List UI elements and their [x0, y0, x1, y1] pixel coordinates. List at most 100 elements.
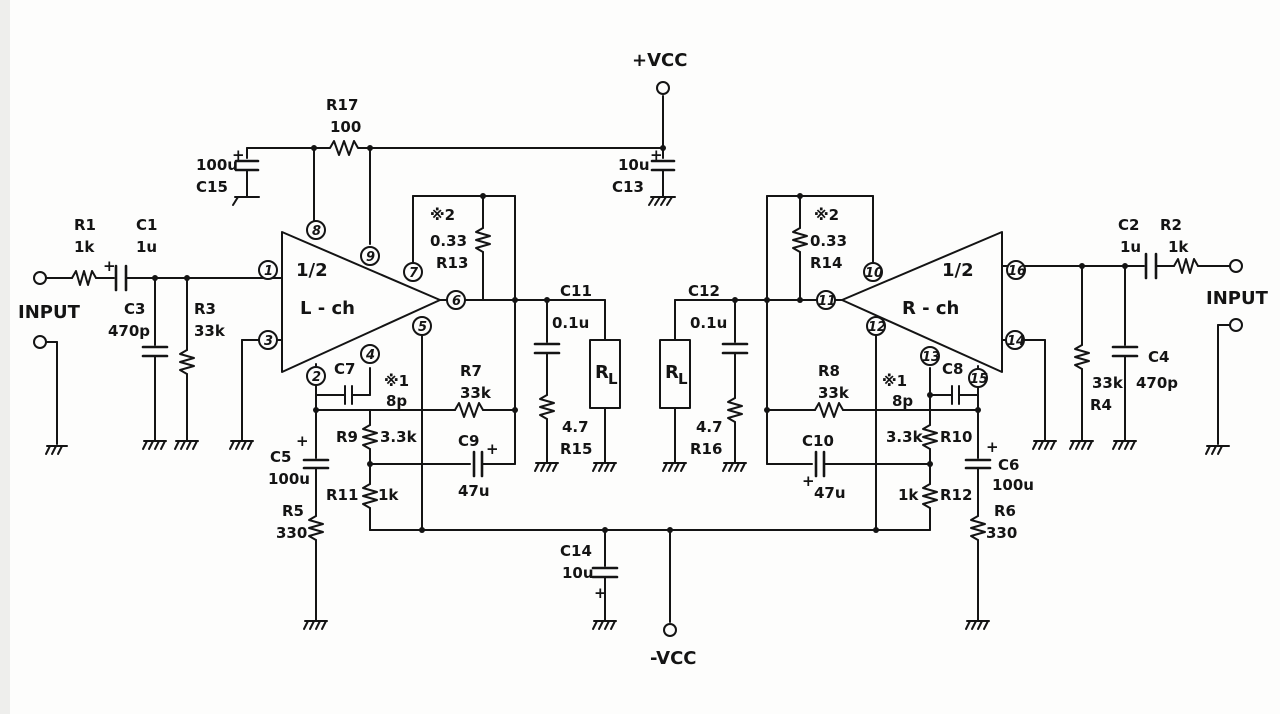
c11-name: C11 [560, 282, 592, 300]
scan-edge [0, 0, 10, 714]
c4-name: C4 [1148, 348, 1169, 366]
c9-value: 47u [458, 482, 490, 500]
right-amplifier [841, 231, 1003, 373]
neg-vcc-terminal[interactable] [663, 623, 677, 637]
pin-11: 11 [818, 294, 836, 309]
right-note1-value: 8p [892, 392, 913, 410]
right-note1: ※1 [882, 372, 907, 390]
left-input-label: INPUT [18, 302, 81, 323]
c12-value: 0.1u [690, 314, 727, 332]
r5-name: R5 [282, 502, 304, 520]
left-note1-value: 8p [386, 392, 407, 410]
right-amp-fraction: 1/2 [942, 260, 974, 281]
r1-name: R1 [74, 216, 96, 234]
pin-13: 13 [922, 350, 940, 365]
r13-value: 0.33 [430, 232, 467, 250]
r14-name: R14 [810, 254, 842, 272]
c13-plus: + [650, 146, 663, 164]
r12-value: 1k [898, 486, 919, 504]
pin-7: 7 [409, 266, 419, 281]
c1-plus: + [103, 257, 116, 275]
c9-plus: + [486, 440, 499, 458]
c13-name: C13 [612, 178, 644, 196]
c1-name: C1 [136, 216, 157, 234]
c10-value: 47u [814, 484, 846, 502]
c14-plus: + [594, 584, 607, 602]
c3-value: 470p [108, 322, 150, 340]
r9-value: 3.3k [380, 428, 418, 446]
r2-name: R2 [1160, 216, 1182, 234]
pin-6: 6 [452, 294, 461, 309]
r17-value: 100 [330, 118, 361, 136]
c4-value: 470p [1136, 374, 1178, 392]
pin-16: 16 [1008, 264, 1026, 279]
r17-resistor [329, 140, 361, 156]
c3-name: C3 [124, 300, 145, 318]
pin-3: 3 [264, 334, 273, 349]
r11-name: R11 [326, 486, 358, 504]
c13-value: 10u [618, 156, 650, 174]
vcc-label: +VCC [632, 50, 687, 71]
r10-value: 3.3k [886, 428, 924, 446]
left-amp-name: L - ch [300, 298, 355, 319]
r8-value: 33k [818, 384, 850, 402]
r1-value: 1k [74, 238, 95, 256]
pin-4: 4 [365, 348, 375, 363]
r17-name: R17 [326, 96, 358, 114]
r16-value: 4.7 [696, 418, 723, 436]
r3-name: R3 [194, 300, 216, 318]
left-load-sub: L [608, 370, 618, 388]
r15-value: 4.7 [562, 418, 589, 436]
left-input-terminal[interactable] [33, 271, 47, 285]
right-note2: ※2 [814, 206, 839, 224]
pin-2: 2 [312, 370, 321, 385]
r12-name: R12 [940, 486, 972, 504]
c8-name: C8 [942, 360, 963, 378]
c7-name: C7 [334, 360, 355, 378]
r5-value: 330 [276, 524, 307, 542]
c13-capacitor [648, 159, 676, 206]
pin-12: 12 [868, 320, 886, 335]
r9-name: R9 [336, 428, 358, 446]
r4-value: 33k [1092, 374, 1124, 392]
pin-8: 8 [312, 224, 321, 239]
c11-value: 0.1u [552, 314, 589, 332]
c12-name: C12 [688, 282, 720, 300]
c10-name: C10 [802, 432, 834, 450]
r14-value: 0.33 [810, 232, 847, 250]
left-note1: ※1 [384, 372, 409, 390]
c9-name: C9 [458, 432, 479, 450]
c14-value: 10u [562, 564, 594, 582]
r7-name: R7 [460, 362, 482, 380]
r15-name: R15 [560, 440, 592, 458]
r7-value: 33k [460, 384, 492, 402]
pin-14: 14 [1007, 334, 1025, 349]
left-note2: ※2 [430, 206, 455, 224]
r3-value: 33k [194, 322, 226, 340]
r8-name: R8 [818, 362, 840, 380]
c6-plus: + [986, 438, 999, 456]
pin-9: 9 [366, 250, 375, 265]
right-load-label: R [665, 362, 679, 383]
right-load-sub: L [678, 370, 688, 388]
pin-10: 10 [865, 266, 883, 281]
c5-value: 100u [268, 470, 310, 488]
vcc-terminal[interactable] [656, 81, 670, 95]
right-input-label: INPUT [1206, 288, 1269, 309]
r4-name: R4 [1090, 396, 1112, 414]
r6-name: R6 [994, 502, 1016, 520]
left-amplifier [281, 231, 441, 373]
left-amp-fraction: 1/2 [296, 260, 328, 281]
left-load-label: R [595, 362, 609, 383]
pin-5: 5 [418, 320, 427, 335]
r13-name: R13 [436, 254, 468, 272]
r6-value: 330 [986, 524, 1017, 542]
c15-value: 100u [196, 156, 238, 174]
c2-name: C2 [1118, 216, 1139, 234]
right-amp-name: R - ch [902, 298, 959, 319]
right-input-terminal[interactable] [1229, 259, 1243, 273]
c15-name: C15 [196, 178, 228, 196]
vcc-rail [246, 81, 670, 159]
